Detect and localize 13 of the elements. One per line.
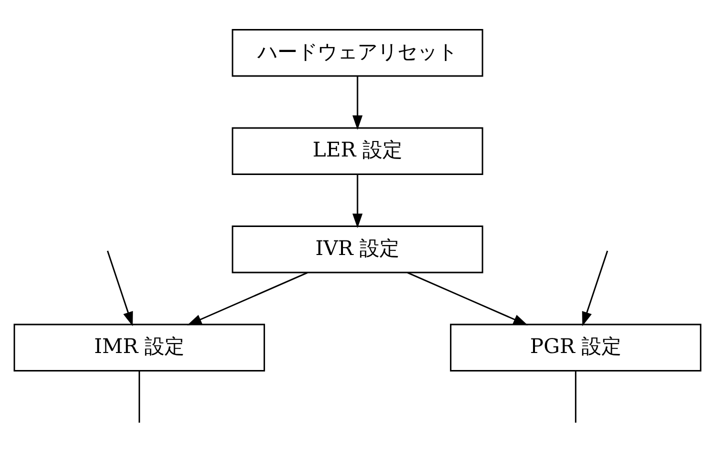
connector bbox=[138, 370, 140, 422]
arrow bbox=[352, 76, 363, 130]
node-box: PGR 設定 bbox=[450, 323, 702, 371]
arrow bbox=[582, 250, 608, 326]
arrow bbox=[187, 272, 308, 325]
node-box: ハードウェアリセット bbox=[232, 28, 484, 76]
arrow bbox=[106, 250, 133, 326]
arrow bbox=[407, 272, 528, 325]
arrow bbox=[352, 174, 363, 228]
node-box: LER 設定 bbox=[232, 126, 484, 174]
node-box: IVR 設定 bbox=[232, 225, 484, 273]
connector bbox=[574, 370, 576, 422]
node-box: IMR 設定 bbox=[14, 323, 266, 371]
